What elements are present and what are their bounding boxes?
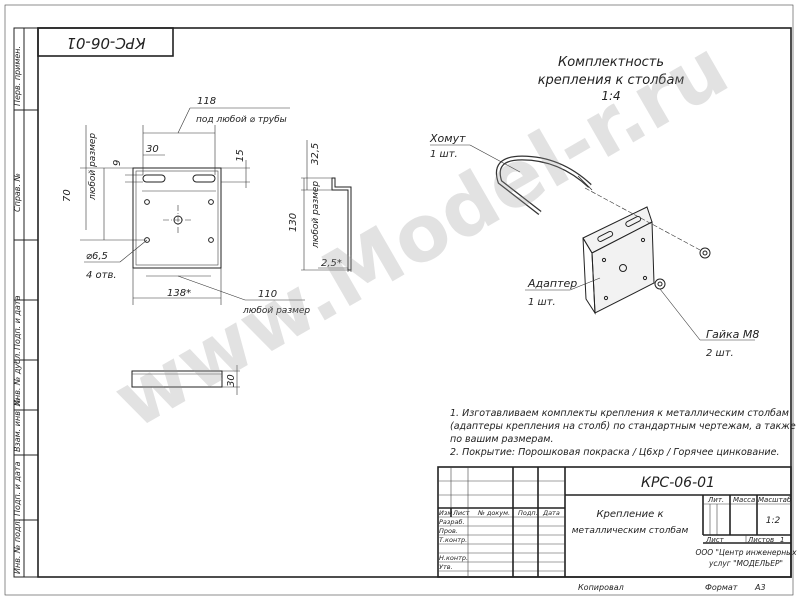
tb-tkontr: Т.контр. xyxy=(439,536,467,544)
tb-massa: Масса xyxy=(733,496,755,504)
tb-h-podp: Подп. xyxy=(518,509,538,517)
assembly-isometric: Хомут 1 шт. Адаптер 1 шт. Гайка М8 2 шт. xyxy=(429,132,759,359)
tb-h-docnum: № докум. xyxy=(477,509,510,517)
dim-9: 9 xyxy=(112,160,123,166)
title-block: Изм Лист № докум. Подп. Дата Разраб. Про… xyxy=(437,466,797,592)
side-label: Подп. и дата xyxy=(13,461,22,516)
tb-scale-val: 1:2 xyxy=(766,516,781,526)
callout-clamp-name: Хомут xyxy=(429,132,466,145)
tb-listov-val: 1 xyxy=(780,536,784,544)
dim-any3: любой размер xyxy=(311,181,321,249)
tb-format: Формат xyxy=(705,583,738,592)
dim-70: 70 xyxy=(62,189,73,202)
tb-name-l1: Крепление к xyxy=(596,509,663,520)
dim-32-5: 32,5 xyxy=(310,143,321,165)
tb-list: Лист xyxy=(705,536,725,544)
dim-138: 138* xyxy=(167,288,191,299)
nut-icon xyxy=(654,278,666,290)
top-stamp-code: КРС-06-01 xyxy=(66,34,145,52)
dim-pipe: под любой ⌀ трубы xyxy=(196,115,287,125)
top-stamp: КРС-06-01 xyxy=(37,27,174,57)
tb-masshtab: Масштаб xyxy=(758,496,792,504)
tb-prov: Пров. xyxy=(439,527,458,535)
nut-icon xyxy=(699,247,711,259)
side-label: Перв. примен. xyxy=(13,46,22,106)
callout-nut-name: Гайка М8 xyxy=(706,328,759,341)
callout-clamp-qty: 1 шт. xyxy=(430,149,458,160)
title-line1: Комплектность xyxy=(558,55,664,70)
callout-adapter-name: Адаптер xyxy=(527,277,577,290)
tb-h-data: Дата xyxy=(542,509,560,517)
callout-nut-qty: 2 шт. xyxy=(706,348,734,359)
clamp-strip-view: 30 xyxy=(131,365,240,395)
dim-110: 110 xyxy=(258,289,277,300)
note-1-line3: по вашим размерам. xyxy=(450,434,553,445)
tb-h-list: Лист xyxy=(452,509,470,517)
tb-utv: Утв. xyxy=(439,563,453,571)
dim-diameter: ⌀6,5 xyxy=(86,251,108,262)
side-label: Инв. № подл. xyxy=(13,519,22,574)
tb-org-2: услуг "МОДЕЛЬЕР" xyxy=(708,559,783,568)
technical-notes: 1. Изготавливаем комплекты крепления к м… xyxy=(450,408,796,458)
dim-118: 118 xyxy=(197,96,216,107)
tb-razrab: Разраб. xyxy=(439,518,465,526)
note-2: 2. Покрытие: Порошковая покраска / Ц6хр … xyxy=(450,447,779,458)
dim-2-5: 2,5* xyxy=(321,258,342,269)
side-label: Подп. и дата xyxy=(13,295,22,350)
tb-lit: Лит. xyxy=(707,496,724,504)
tb-org-1: ООО "Центр инженерных xyxy=(695,548,797,557)
note-1-line2: (адаптеры крепления на столб) по стандар… xyxy=(450,421,796,432)
tb-listov: Листов xyxy=(747,536,774,544)
drawing-title: Комплектность крепления к столбам 1:4 xyxy=(538,55,685,103)
dim-30: 30 xyxy=(146,144,159,155)
tb-format-val: А3 xyxy=(754,583,766,592)
title-scale: 1:4 xyxy=(601,89,620,103)
dim-15: 15 xyxy=(235,149,246,162)
tb-doc-code: КРС-06-01 xyxy=(641,475,715,491)
dim-any1: любой размер xyxy=(88,133,98,201)
side-label: Инв. № дубл. xyxy=(13,351,22,406)
bracket-side-view: 32,5 130 любой размер 2,5* xyxy=(288,140,352,272)
dim-holes: 4 отв. xyxy=(86,270,117,281)
side-label: Взам. инв. № xyxy=(13,398,22,452)
tb-kopiroval: Копировал xyxy=(578,583,624,592)
tb-name-l2: металлическим столбам xyxy=(572,526,689,536)
side-label: Справ. № xyxy=(13,173,22,212)
tb-nkontr: Н.контр. xyxy=(439,554,468,562)
dim-30-strip: 30 xyxy=(226,374,237,387)
bracket-front-view: 118 под любой ⌀ трубы 30 9 15 70 любой р… xyxy=(62,96,310,316)
dim-130: 130 xyxy=(288,213,299,232)
tb-h-izm: Изм xyxy=(439,509,452,517)
note-1-line1: 1. Изготавливаем комплекты крепления к м… xyxy=(450,408,789,419)
title-line2: крепления к столбам xyxy=(538,73,685,88)
callout-adapter-qty: 1 шт. xyxy=(528,297,556,308)
dim-any2: любой размер xyxy=(242,306,310,316)
side-strip: Перв. примен. Справ. № Подп. и дата Инв.… xyxy=(13,27,39,578)
outer-frame xyxy=(4,4,794,596)
